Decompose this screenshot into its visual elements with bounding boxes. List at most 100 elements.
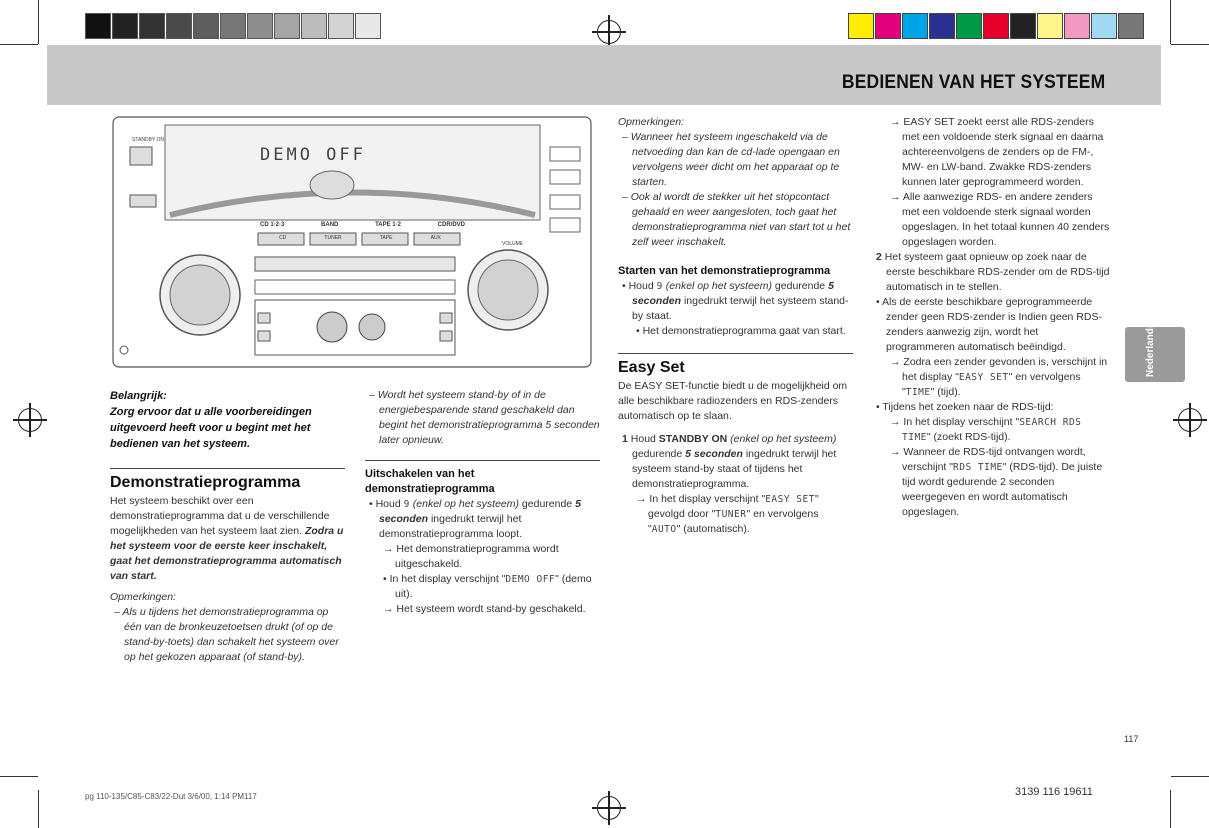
- column-1: Belangrijk: Zorg ervoor dat u alle voorb…: [110, 388, 345, 665]
- device-illustration: DEMO OFF STANDBY ON CD 1·2·3 BAND TAPE 1…: [110, 115, 595, 370]
- step-text: ingedrukt terwijl het systeem stand-by s…: [632, 295, 849, 322]
- important-text: Zorg ervoor dat u alle voorbereidingen u…: [110, 406, 312, 450]
- result-text: → Zodra een zender gevonden is, verschij…: [890, 356, 1108, 383]
- note-1: – Als u tijdens het demonstratieprogramm…: [114, 606, 339, 663]
- key-label: STANDBY ON: [658, 433, 728, 445]
- display-text: RDS TIME: [953, 462, 1003, 473]
- part-number: 3139 116 19611: [1015, 786, 1093, 798]
- source-button-tuner: TUNER: [324, 235, 342, 241]
- stereo-system-drawing: [112, 116, 592, 368]
- display-text: DEMO OFF: [505, 574, 556, 585]
- source-label-cd: CD 1·2·3: [260, 222, 285, 228]
- step-text: • Houd: [369, 498, 401, 510]
- key-label: 9: [656, 281, 663, 292]
- language-tab: Nederlands: [1125, 323, 1185, 382]
- step-text: ingedrukt terwijl het systeem stand-by s…: [632, 448, 837, 490]
- registration-mark-icon: [13, 403, 47, 437]
- crop-mark: [38, 790, 39, 828]
- demo-intro-text: Het systeem beschikt over een demonstrat…: [110, 495, 330, 537]
- demo-intro-bold: Zodra u het systeem voor de eerste keer …: [110, 525, 344, 582]
- disable-demo-step: • Houd 9 (enkel op het systeem) gedurend…: [365, 497, 600, 542]
- crop-mark: [1170, 0, 1171, 44]
- step-text: Het systeem gaat opnieuw op zoek naar de…: [884, 251, 1110, 293]
- note-2: – Wordt het systeem stand-by of in de en…: [369, 389, 600, 446]
- section-rule: [110, 468, 345, 469]
- step-number: 1: [622, 433, 628, 445]
- key-label: 9: [403, 499, 410, 510]
- easy-set-bullet-2: • Tijdens het zoeken naar de RDS-tijd:: [876, 401, 1054, 413]
- result-text: " (automatisch).: [676, 523, 750, 535]
- result-text: " (RDS-tijd). De juiste tijd wordt gedur…: [902, 461, 1103, 518]
- note-3: – Wanneer het systeem ingeschakeld via d…: [622, 131, 840, 188]
- easy-set-step-2: 2 Het systeem gaat opnieuw op zoek naar …: [872, 250, 1110, 295]
- standby-label: STANDBY ON: [132, 137, 165, 143]
- result-text: → In het display verschijnt ": [890, 416, 1020, 428]
- section-title-easy-set: Easy Set: [618, 359, 685, 376]
- source-labels: CD 1·2·3 BAND TAPE 1·2 CDR/DVD: [260, 222, 465, 228]
- registration-mark-icon: [1173, 403, 1207, 437]
- result-text: " (zoekt RDS-tijd).: [926, 431, 1011, 443]
- result-text: " (demo uit).: [395, 573, 592, 600]
- registration-mark-icon: [592, 15, 626, 49]
- step-number: 2: [876, 251, 882, 263]
- easy-set-step-1-result: → In het display verschijnt "EASY SET" g…: [618, 492, 853, 537]
- result-3: → Het systeem wordt stand-by geschakeld.: [383, 603, 586, 615]
- result-text: → In het display verschijnt ": [636, 493, 766, 505]
- print-slug: pg 110-135/C85-C83/22-Dut 3/6/00, 1:14 P…: [85, 792, 257, 801]
- display-text: AUTO: [651, 524, 677, 535]
- section-rule: [618, 353, 853, 354]
- easy-set-step-1: 1 Houd STANDBY ON (enkel op het systeem)…: [618, 432, 853, 492]
- page-number: 117: [1124, 734, 1139, 744]
- result-2: • In het display verschijnt "DEMO OFF" (…: [365, 572, 600, 602]
- note-4: – Ook al wordt de stekker uit het stopco…: [622, 191, 851, 248]
- volume-label: VOLUME: [502, 241, 524, 247]
- crop-mark: [0, 776, 38, 777]
- crop-mark: [1171, 44, 1209, 45]
- step-text: gedurende: [774, 280, 826, 292]
- duration-emphasis: 5 seconden: [379, 498, 581, 525]
- result-text: " (tijd).: [930, 386, 961, 398]
- display-text: SEARCH RDS TIME: [902, 417, 1082, 443]
- result-text: " en vervolgens ": [902, 371, 1081, 398]
- step-text: ingedrukt terwijl het demonstratieprogra…: [379, 513, 522, 540]
- easy-set-intro: De EASY SET-functie biedt u de mogelijkh…: [618, 380, 848, 422]
- start-demo-result: • Het demonstratieprogramma gaat van sta…: [636, 325, 846, 337]
- crop-mark: [1170, 790, 1171, 828]
- color-calibration-bar: [848, 13, 1145, 39]
- easy-set-bullet-1: • Als de eerste beschikbare geprogrammee…: [876, 296, 1102, 353]
- source-label-cdr: CDR/DVD: [437, 222, 465, 228]
- step-note: (enkel op het systeem): [665, 280, 772, 292]
- crop-mark: [0, 44, 38, 45]
- display-text: EASY SET: [765, 494, 815, 505]
- subsection-title-start-demo: Starten van het demonstratieprogramma: [618, 265, 831, 277]
- grayscale-bar: [85, 13, 382, 39]
- demo-intro: Het systeem beschikt over een demonstrat…: [110, 494, 345, 584]
- easy-set-bullet-2-result-2: → Wanneer de RDS-tijd ontvangen wordt, v…: [872, 445, 1110, 520]
- display-text: TIME: [905, 387, 931, 398]
- step-note: (enkel op het systeem): [412, 498, 519, 510]
- easy-set-bullet-1-result: → Zodra een zender gevonden is, verschij…: [872, 355, 1110, 400]
- duration-emphasis: 5 seconden: [685, 448, 743, 460]
- step-note: (enkel op het systeem): [730, 433, 837, 445]
- column-2: – Wordt het systeem stand-by of in de en…: [365, 388, 600, 617]
- start-demo-step: • Houd 9 (enkel op het systeem) gedurend…: [618, 279, 853, 324]
- page-title: BEDIENEN VAN HET SYSTEEM: [841, 72, 1105, 93]
- easy-set-result-2: → Alle aanwezige RDS- en andere zenders …: [890, 191, 1110, 248]
- result-text: • In het display verschijnt ": [383, 573, 506, 585]
- crop-mark: [1171, 776, 1209, 777]
- easy-set-result-1: → EASY SET zoekt eerst alle RDS-zenders …: [890, 116, 1104, 188]
- notes-title: Opmerkingen:: [110, 591, 176, 603]
- column-4: → EASY SET zoekt eerst alle RDS-zenders …: [872, 115, 1110, 520]
- language-tab-label: Nederlands: [1145, 322, 1156, 377]
- display-text: EASY SET: [958, 372, 1009, 383]
- subsection-title-disable-demo: Uitschakelen van het demonstratieprogram…: [365, 468, 495, 495]
- display-text: TUNER: [715, 509, 747, 520]
- easy-set-bullet-2-result-1: → In het display verschijnt "SEARCH RDS …: [872, 415, 1110, 445]
- step-text: Houd: [630, 433, 656, 445]
- header-band: [47, 45, 1161, 105]
- crop-mark: [38, 0, 39, 44]
- source-buttons: CD TUNER TAPE AUX: [260, 235, 460, 241]
- result-text: " en vervolgens ": [648, 508, 819, 535]
- device-display-readout: DEMO OFF: [260, 145, 366, 165]
- source-button-aux: AUX: [430, 235, 441, 241]
